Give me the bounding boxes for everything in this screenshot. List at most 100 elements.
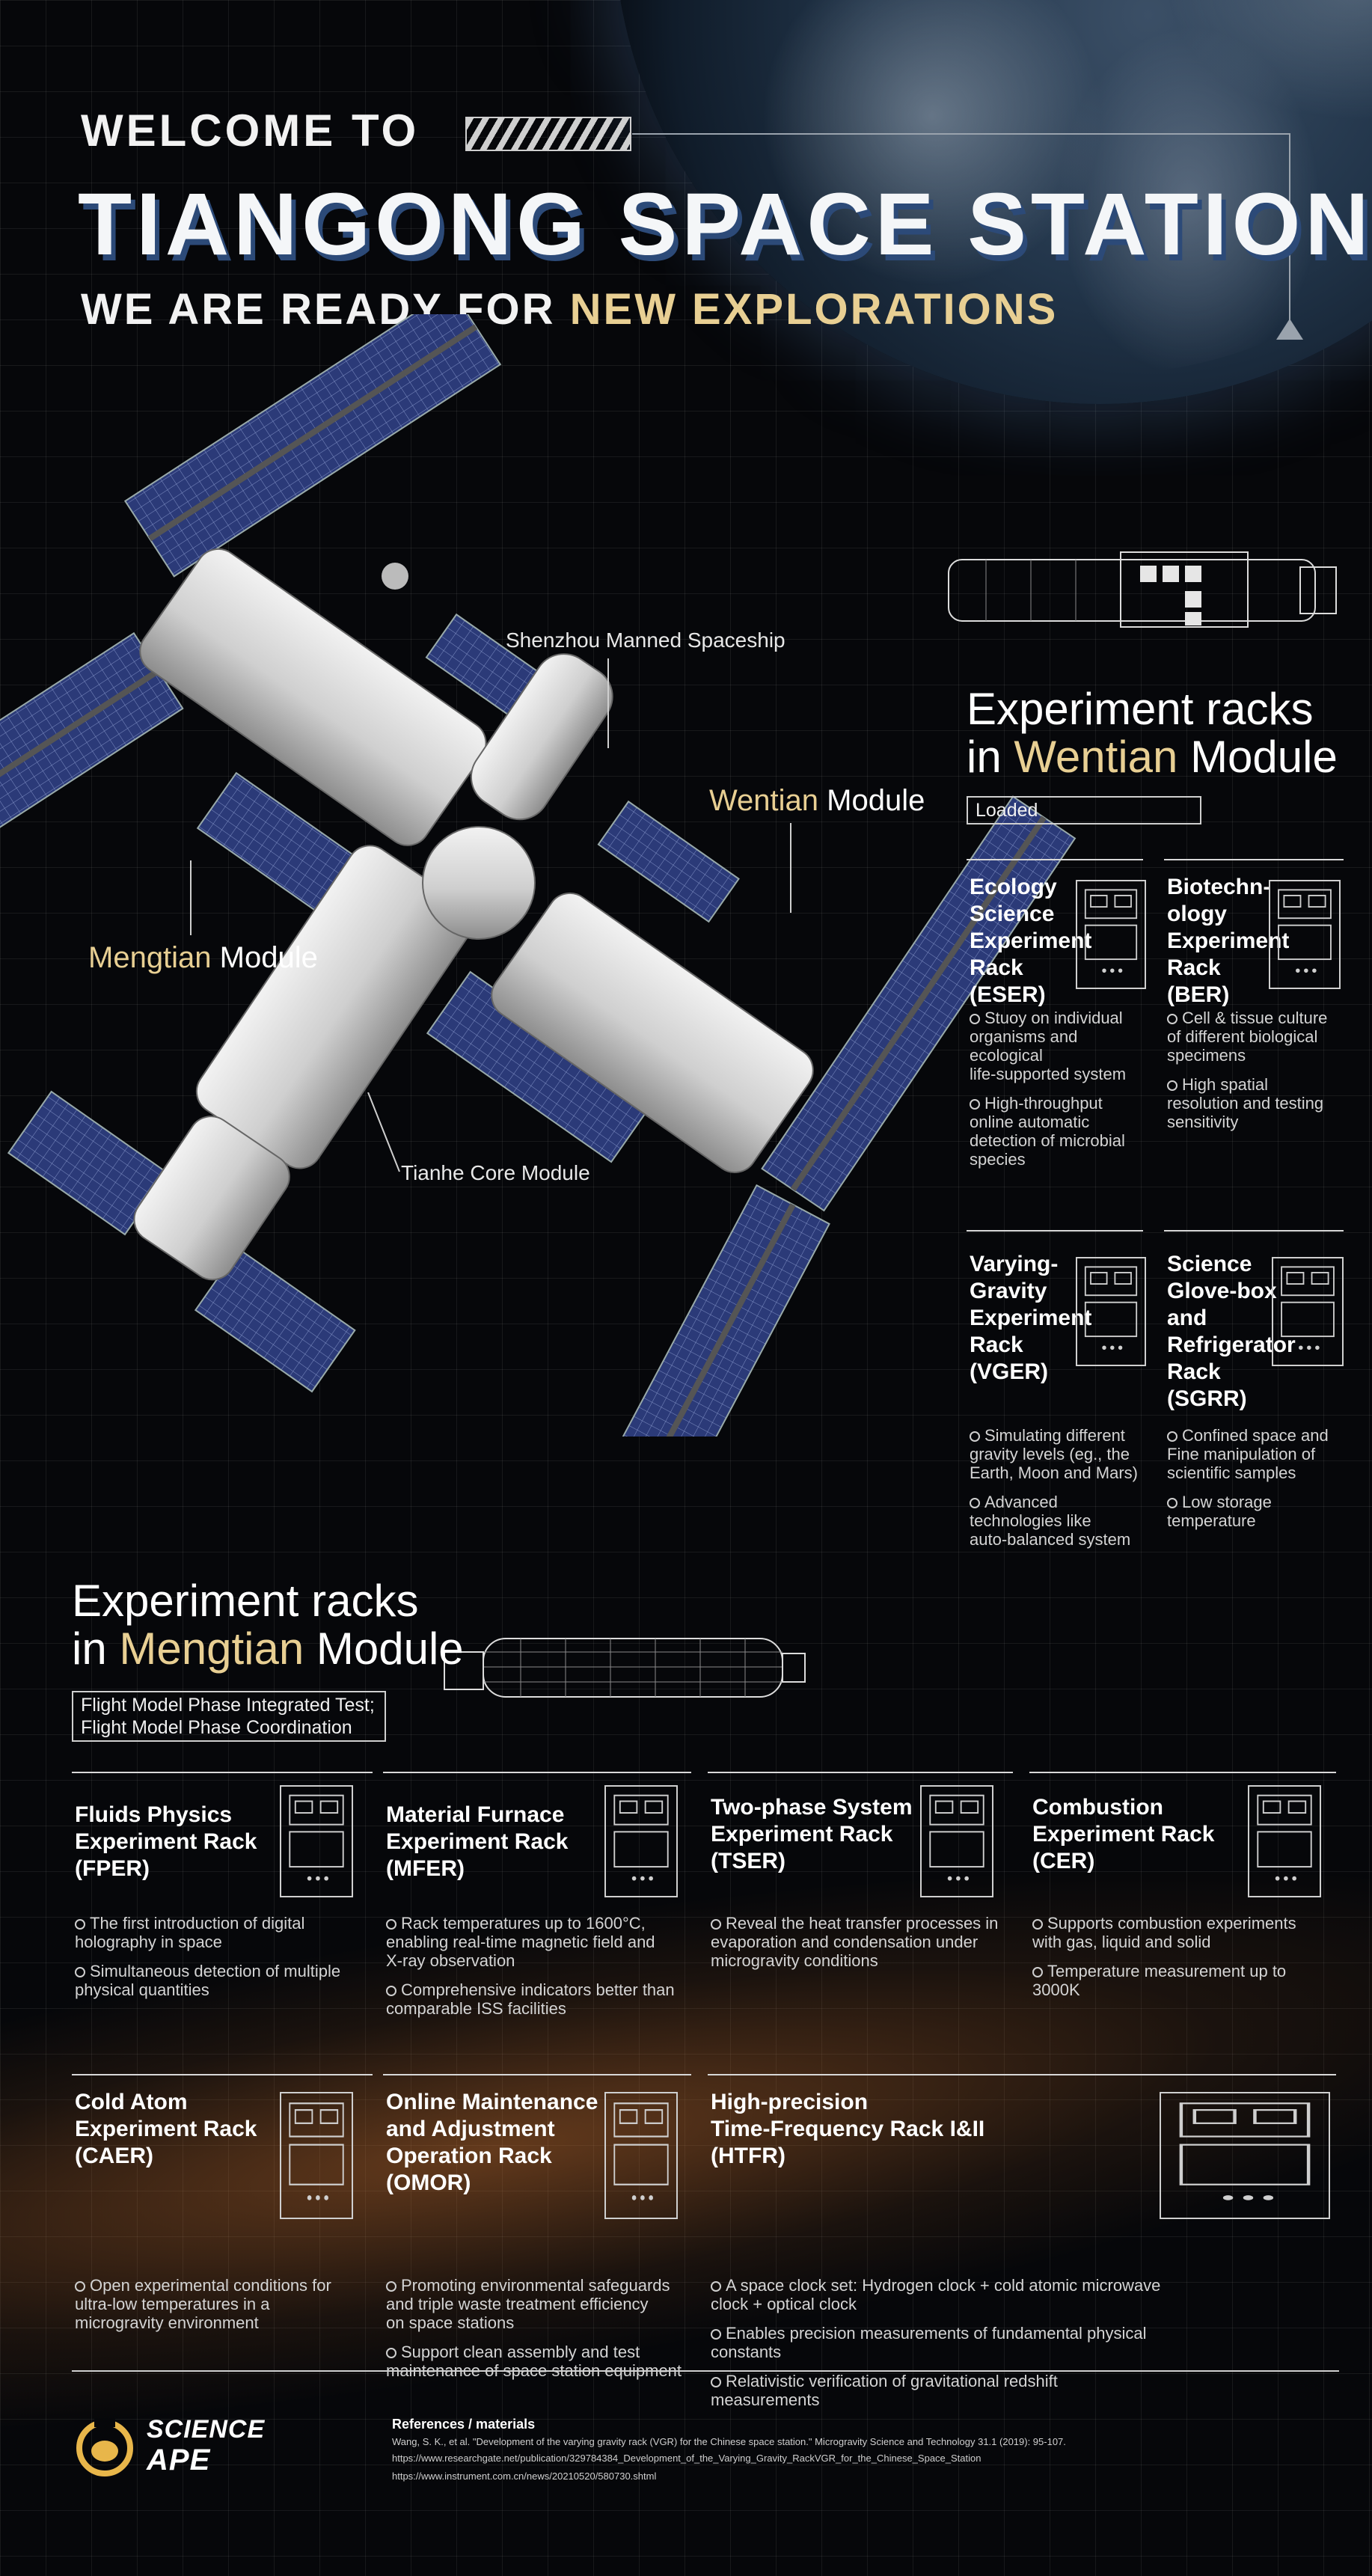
wentian-module-hull [491, 892, 814, 1173]
rack-bullet-line: on space stations [386, 2313, 697, 2332]
rack-bullet-text: with gas, liquid and solid [1032, 1933, 1211, 1951]
frame-line [1289, 133, 1290, 328]
rack-bullet-line: Comprehensive indicators better than [386, 1980, 697, 1999]
solar-array [123, 314, 502, 578]
rack-bullet-line: technologies like [970, 1511, 1149, 1530]
rack-bullet-text: Low storage [1182, 1493, 1272, 1511]
rack-bullet-text: Enables precision measurements of fundam… [726, 2324, 1147, 2343]
rack-divider [383, 1772, 691, 1773]
rack-name-line: (FPER) [75, 1856, 150, 1881]
rack-bullet-text: holography in space [75, 1933, 222, 1951]
bullet-circle-icon [970, 1498, 980, 1508]
mengtian-section-title-line2: in Mengtian Module [72, 1625, 464, 1673]
rack-bullet-line: with gas, liquid and solid [1032, 1933, 1342, 1951]
bullet-circle-icon [1032, 1919, 1043, 1930]
rack-bullet-line: microgravity conditions [711, 1951, 1019, 1970]
bullet-circle-icon [386, 1919, 396, 1930]
rack-bullet-text: comparable ISS facilities [386, 1999, 566, 2018]
rack-name-line: Experiment Rack [386, 1829, 569, 1854]
title-prefix: in [72, 1624, 120, 1674]
rack-name-line: (CER) [1032, 1849, 1095, 1873]
rack-bullet-line: Low storage [1167, 1493, 1350, 1511]
rack-name-line: Rack [970, 955, 1023, 980]
wentian-section-title-line1: Experiment racks [967, 684, 1314, 734]
rack-bullet-text: Supports combustion experiments [1047, 1914, 1296, 1933]
rack-bullet-text: Advanced [984, 1493, 1058, 1511]
rack-bullet-text: Rack temperatures up to 1600°C, [401, 1914, 646, 1933]
wentian-label-rest: Module [818, 784, 925, 817]
bullet-circle-icon [386, 1986, 396, 1996]
rack-schematic-icon [604, 1785, 678, 1897]
rack-name-line: Fluids Physics [75, 1802, 233, 1827]
wentian-module-drawing [948, 551, 1337, 628]
mengtian-module-hull [139, 548, 487, 846]
rack-name-line: Experiment Rack [711, 1822, 893, 1847]
rack-name-line: Biotechn- [1167, 875, 1271, 899]
rack-schematic-icon [920, 1785, 993, 1897]
rack-name-line: Experiment Rack [75, 2117, 257, 2141]
rack-bullet-line: holography in space [75, 1933, 379, 1951]
rack-bullet-text: Temperature measurement up to [1047, 1962, 1287, 1980]
rack-bullet-text: Earth, Moon and Mars) [970, 1463, 1138, 1482]
rack-bullet-line: Support clean assembly and test [386, 2343, 697, 2361]
rack-bullet-text: The first introduction of digital [90, 1914, 305, 1933]
bullet-circle-icon [970, 1099, 980, 1110]
rack-bullet-line: life-supported system [970, 1065, 1149, 1083]
bullet-circle-icon [1167, 1431, 1177, 1442]
page-subtitle: WE ARE READY FOR NEW EXPLORATIONS [81, 284, 1058, 334]
rack-name-line: Time-Frequency Rack I&II [711, 2117, 985, 2141]
tianhe-core-hull-rear [133, 1116, 290, 1281]
rack-bullet-line: Cell & tissue culture [1167, 1009, 1350, 1027]
rack-bullet-text: physical quantities [75, 1980, 209, 1999]
title-prefix: in [967, 732, 1014, 782]
rack-name-line: Science [970, 902, 1055, 926]
title-gold: Mengtian [119, 1624, 304, 1674]
logo-text-science: SCIENCE [147, 2415, 266, 2444]
rack-bullet-text: Relativistic verification of gravitation… [726, 2372, 1058, 2390]
status-line: Flight Model Phase Integrated Test; [81, 1695, 375, 1716]
rack-bullet-line: Promoting environmental safeguards [386, 2276, 697, 2295]
stripe-decoration [465, 117, 631, 151]
mengtian-label: Mengtian Module [88, 941, 318, 975]
triangle-icon [1276, 319, 1303, 340]
logo-text-ape: APE [147, 2444, 211, 2476]
mengtian-status-badge: Flight Model Phase Integrated Test; Flig… [72, 1691, 386, 1742]
rack-bullet-line: Simultaneous detection of multiple [75, 1962, 379, 1980]
rack-bullet-line: auto-balanced system [970, 1530, 1149, 1549]
rack-bullet-text: Simulating different [984, 1426, 1125, 1445]
rack-name-line: (SGRR) [1167, 1386, 1247, 1411]
rack-bullet-text: and triple waste treatment efficiency [386, 2295, 649, 2313]
mengtian-label-gold: Mengtian [88, 941, 212, 974]
rack-bullet-line: physical quantities [75, 1980, 379, 1999]
rack-bullet-text: measurements [711, 2390, 820, 2409]
rack-divider [708, 1772, 1013, 1773]
rack-name-line: Refrigerator [1167, 1333, 1296, 1357]
rack-divider [967, 859, 1143, 860]
bullet-circle-icon [386, 2348, 396, 2358]
rack-bullet-line: species [970, 1150, 1149, 1169]
mengtian-section-title-line1: Experiment racks [72, 1576, 419, 1626]
wentian-section-title-line2: in Wentian Module [967, 733, 1338, 781]
rack-name-line: High-precision [711, 2090, 869, 2114]
rack-name-line: Rack [1167, 955, 1221, 980]
rack-divider [1164, 1230, 1344, 1232]
rack-bullet-line: clock + optical clock [711, 2295, 1175, 2313]
rack-name-line: Ecology [970, 875, 1057, 899]
rack-name-line: Rack [1167, 1359, 1221, 1384]
rack-bullet-text: constants [711, 2343, 782, 2361]
rack-bullet-text: species [970, 1150, 1026, 1169]
bullet-circle-icon [711, 2377, 721, 2387]
rack-name-line: (TSER) [711, 1849, 785, 1873]
